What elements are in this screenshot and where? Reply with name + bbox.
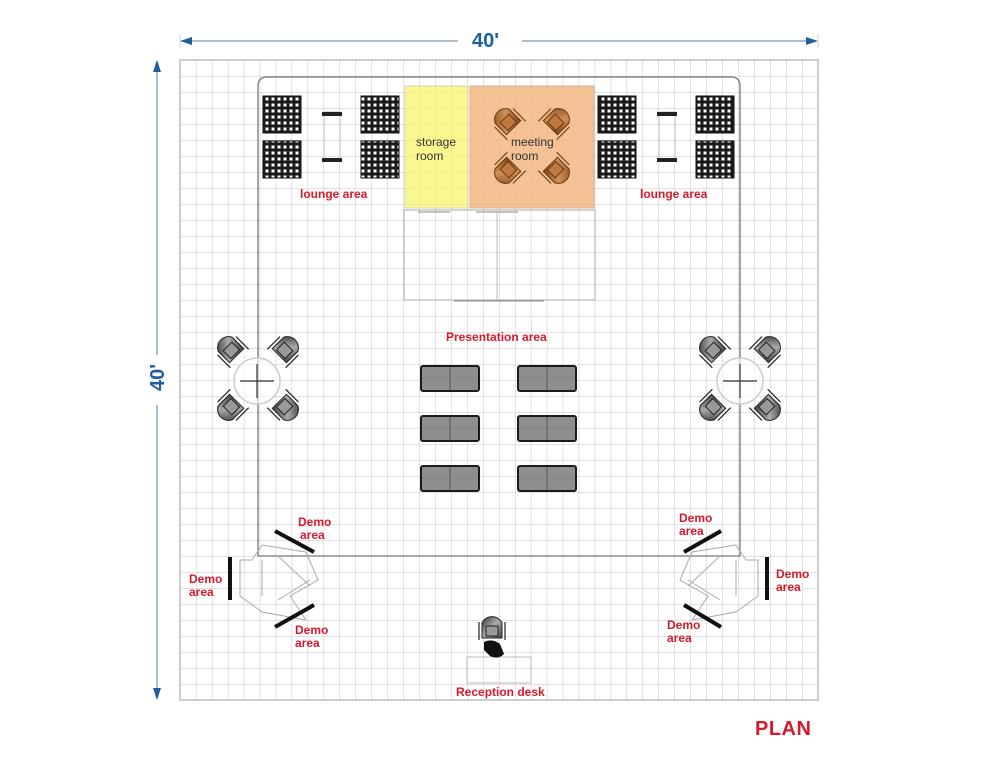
presentation-area-label: Presentation area (446, 330, 547, 344)
width-dimension-label: 40' (472, 30, 500, 52)
demo-line1: Demo (667, 618, 701, 632)
reception-desk-label: Reception desk (456, 685, 545, 699)
demo-line1: Demo (189, 572, 223, 586)
lounge-area-left-label: lounge area (300, 187, 368, 201)
demo-area-left-side-label: Demo area (189, 573, 222, 599)
lounge-area-right-label: lounge area (640, 187, 708, 201)
demo-area-left-bottom-label: Demo area (295, 624, 328, 650)
demo-area-right-bottom-label: Demo area (667, 619, 700, 645)
meeting-room-line1: meeting (511, 135, 554, 149)
storage-room-label: storage room (416, 135, 456, 163)
demo-line2: area (679, 524, 704, 538)
demo-line1: Demo (298, 515, 332, 529)
plan-title: PLAN (755, 718, 812, 740)
demo-line2: area (189, 585, 214, 599)
demo-line1: Demo (679, 511, 713, 525)
demo-area-left-top-label: Demo area (298, 516, 331, 542)
meeting-room-line2: room (511, 149, 539, 163)
storage-room-line1: storage (416, 135, 457, 149)
storage-room-line2: room (416, 149, 444, 163)
demo-line1: Demo (295, 623, 329, 637)
demo-line2: area (300, 528, 325, 542)
demo-line2: area (667, 631, 692, 645)
demo-line2: area (776, 580, 801, 594)
height-dimension-label: 40' (147, 363, 170, 392)
demo-area-right-top-label: Demo area (679, 512, 712, 538)
demo-area-right-side-label: Demo area (776, 568, 809, 594)
meeting-room-label: meeting room (511, 135, 554, 163)
demo-line1: Demo (776, 567, 810, 581)
demo-line2: area (295, 636, 320, 650)
